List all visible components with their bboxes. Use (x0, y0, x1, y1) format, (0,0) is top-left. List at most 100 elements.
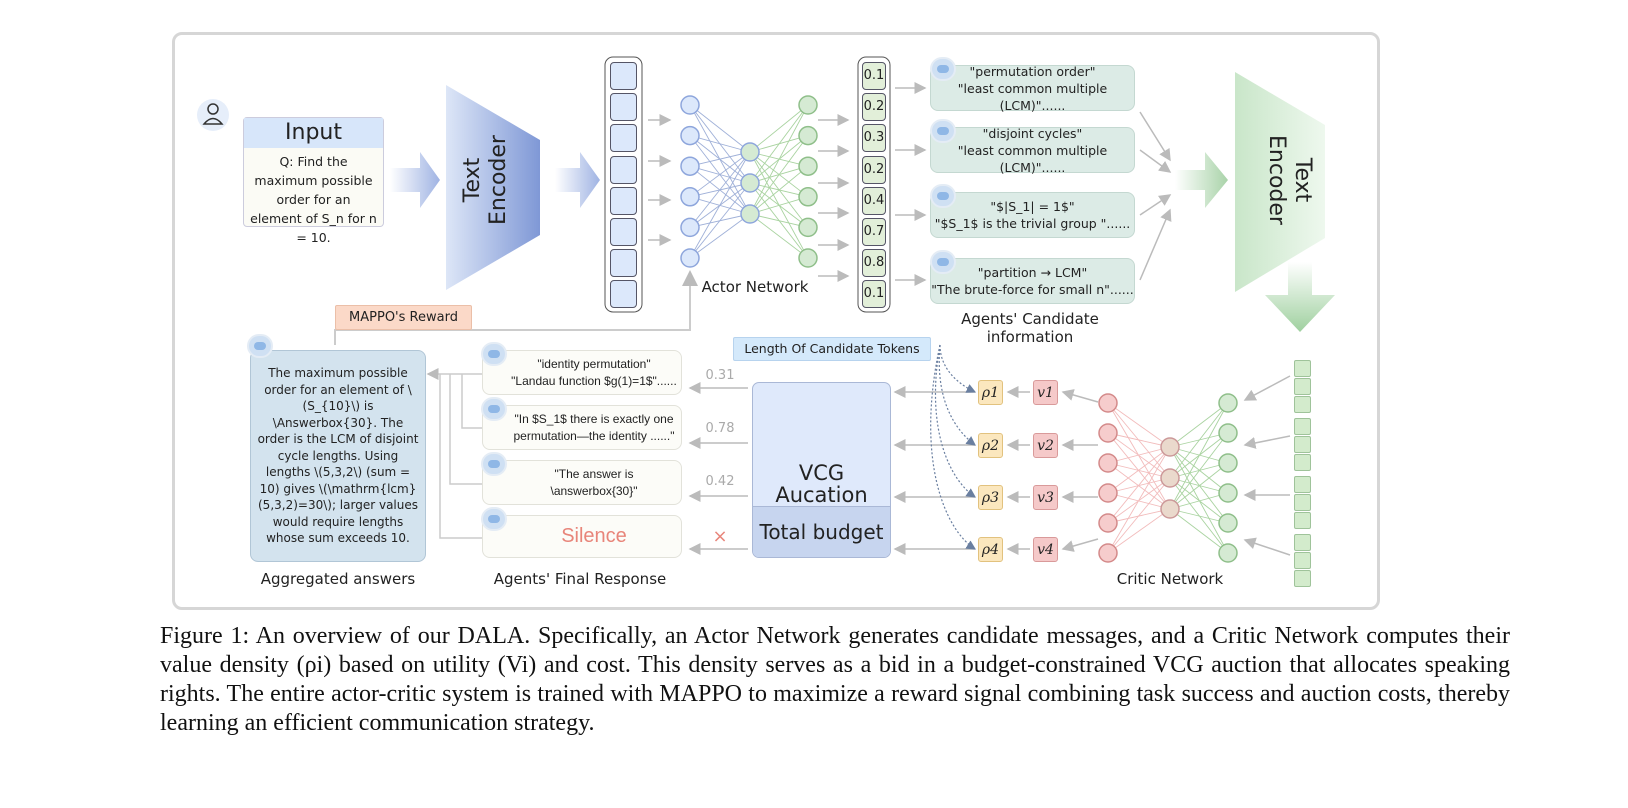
input-title: Input (244, 118, 383, 148)
critic-network-edge (1169, 508, 1229, 554)
actor-output-value: 0.7 (862, 218, 886, 246)
actor-output-value: 0.2 (862, 93, 886, 122)
critic-network-edge (1107, 446, 1171, 464)
robot-icon (481, 342, 507, 366)
critic-network-graph (1098, 393, 1238, 563)
critic-input-cell (1294, 476, 1311, 493)
critic-input-cell (1294, 494, 1311, 511)
critic-network-edge (1169, 446, 1229, 524)
response-line1: Silence (561, 525, 627, 547)
actor-network-node (798, 248, 818, 268)
actor-network-node (680, 125, 700, 146)
critic-network-edge (1169, 402, 1229, 448)
critic-network-edge (1107, 462, 1171, 510)
critic-network-edge (1107, 446, 1171, 494)
critic-network-edge (1107, 432, 1171, 510)
actor-network-edge (689, 151, 751, 198)
aggregated-label: Aggregated answers (260, 570, 416, 588)
critic-to-v-arrow (1061, 389, 1099, 403)
right-text-encoder-shape (1235, 72, 1325, 292)
candidates-label: Agents' Candidate information (961, 310, 1099, 346)
candidate-line1: "disjoint cycles" (982, 125, 1083, 141)
merge-arrow (1139, 111, 1171, 162)
actor-network-node (798, 156, 818, 176)
agent-final-response: "identity permutation""Landau function $… (482, 350, 682, 395)
reward-feedback-line (334, 270, 698, 345)
arrow-down (1265, 262, 1335, 332)
critic-network-node (1218, 393, 1238, 413)
embedding-cell (610, 62, 637, 90)
critic-network-edge (1169, 402, 1229, 479)
v-label: v4 (1037, 542, 1054, 558)
actor-network-node (740, 204, 760, 224)
critic-network-node (1098, 513, 1118, 533)
bid-value: × (712, 526, 728, 547)
critic-network-node (1098, 543, 1118, 563)
actor-network-node (680, 187, 700, 207)
embedding-cell (610, 93, 637, 122)
actor-network-edge (749, 213, 809, 228)
actor-output-value: 0.4 (862, 186, 886, 215)
token-length-arrows (930, 344, 977, 550)
critic-input-cell (1294, 534, 1311, 551)
critic-network-node (1098, 393, 1118, 413)
critic-input-arrow (1243, 537, 1291, 556)
critic-network-node (1218, 423, 1238, 443)
response-line1: "In $S_1$ there is exactly one (514, 411, 674, 426)
merge-arrow (1139, 194, 1172, 216)
candidate-line2: "least common multiple (LCM)"...... (957, 142, 1108, 175)
v-label: v3 (1037, 490, 1054, 506)
rho-label: ρ2 (981, 438, 1000, 454)
critic-network-node (1160, 499, 1180, 519)
critic-network-edge (1169, 402, 1229, 510)
total-budget: Total budget (753, 506, 890, 557)
robot-icon (930, 119, 956, 143)
robot-icon (930, 184, 956, 208)
left-text-encoder: Text Encoder (460, 135, 530, 225)
actor-network-edge (749, 196, 809, 215)
critic-network-edge (1107, 477, 1171, 554)
actor-network-node (680, 217, 700, 238)
figure-caption: Figure 1: An overview of our DALA. Speci… (160, 623, 1510, 736)
encoder-label-line1: Text (460, 157, 485, 203)
agent-final-response: "The answer is\answerbox{30}" (482, 460, 682, 505)
critic-network-node (1218, 543, 1238, 563)
actor-network-node (798, 125, 818, 146)
critic-network-edge (1107, 508, 1171, 554)
flow-arrows (648, 82, 1291, 556)
actor-network-edge (749, 104, 809, 153)
robot-icon (481, 507, 507, 531)
actor-network-node (680, 95, 700, 115)
actor-network-node (798, 95, 818, 115)
response-line2: \answerbox{30}" (550, 483, 638, 498)
critic-network-node (1160, 437, 1180, 457)
bid-value: 0.31 (705, 368, 735, 383)
critic-network-edge (1107, 446, 1171, 554)
robot-icon (247, 334, 273, 358)
embedding-cell (610, 186, 637, 215)
actor-network-node (680, 248, 700, 268)
actor-network-edge (689, 151, 751, 228)
input-question: Q: Find the maximum possible order for a… (250, 154, 377, 245)
value-density-rho: ρ2 (978, 433, 1003, 458)
candidate-line1: "$|S_1| = 1$" (990, 199, 1075, 214)
actor-output-value: 0.1 (862, 280, 886, 309)
figure-frame (172, 32, 1380, 610)
critic-input-cell (1294, 454, 1311, 471)
actor-output-value: 0.3 (862, 124, 886, 153)
responses-label: Agents' Final Response (493, 570, 667, 588)
critic-network-node (1160, 468, 1180, 488)
actor-network-edge (749, 104, 809, 184)
candidate-line1: "permutation order" (969, 63, 1096, 79)
critic-input-cell (1294, 552, 1311, 569)
candidate-line2: "$S_1$ is the trivial group "...... (934, 216, 1131, 231)
actor-network-edge (749, 213, 809, 259)
actor-output-value: 0.8 (862, 249, 886, 278)
actor-network-node (740, 142, 760, 162)
response-line2: "Landau function $g(1)=1$"...... (511, 373, 677, 388)
auction-title-line2: Aucation (775, 483, 868, 507)
user-icon (197, 99, 229, 131)
value-density-rho: ρ1 (978, 380, 1003, 405)
aggregation-connectors (426, 368, 482, 539)
